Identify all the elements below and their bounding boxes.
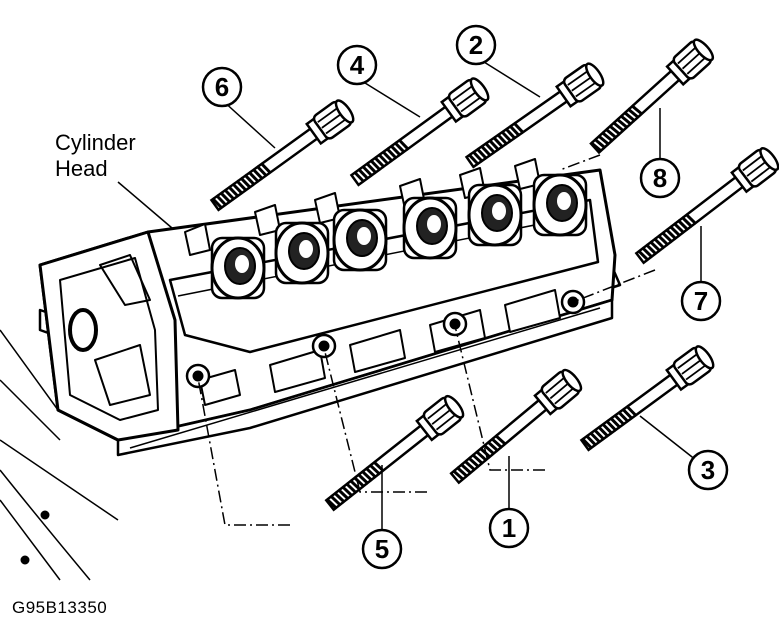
callout-1: 1 — [488, 507, 530, 549]
head-bolt-3 — [579, 345, 715, 452]
svg-text:Cylinder: Cylinder — [55, 130, 136, 155]
svg-text:5: 5 — [375, 534, 389, 564]
head-bolt-6 — [209, 99, 355, 212]
head-bolt-2 — [464, 62, 605, 169]
svg-text:4: 4 — [350, 50, 365, 80]
head-bolts — [209, 38, 779, 512]
svg-text:Head: Head — [55, 156, 108, 181]
callout-6: 6 — [201, 66, 243, 108]
callout-3: 3 — [687, 449, 729, 491]
callout-2: 2 — [455, 24, 497, 66]
svg-text:1: 1 — [502, 513, 516, 543]
callout-8: 8 — [639, 157, 681, 199]
figure-id: G95B13350 — [12, 598, 108, 617]
head-bolt-7 — [634, 147, 779, 265]
svg-text:2: 2 — [469, 30, 483, 60]
svg-text:3: 3 — [701, 455, 715, 485]
head-bolt-5 — [324, 394, 465, 512]
head-bolt-1 — [449, 368, 583, 485]
callouts: 6 4 2 8 7 3 1 5 — [201, 24, 729, 570]
head-bolt-8 — [589, 38, 715, 155]
svg-text:6: 6 — [215, 72, 229, 102]
svg-text:7: 7 — [694, 286, 708, 316]
svg-text:8: 8 — [653, 163, 667, 193]
part-label: Cylinder Head — [55, 130, 136, 181]
callout-4: 4 — [336, 44, 378, 86]
callout-5: 5 — [361, 528, 403, 570]
callout-7: 7 — [680, 280, 722, 322]
head-bolt-4 — [349, 77, 490, 187]
leader-lines — [117, 56, 702, 534]
